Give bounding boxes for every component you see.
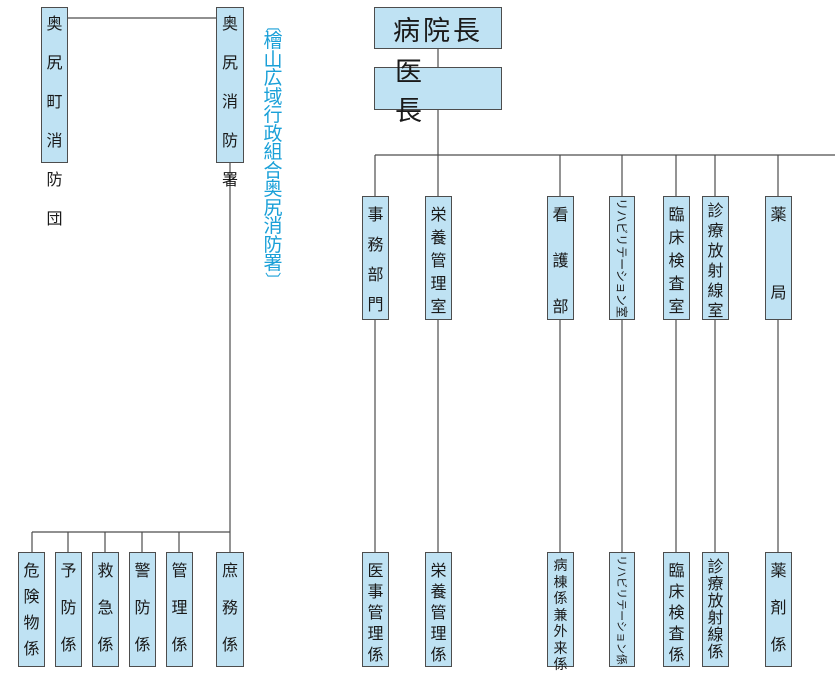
box-label: 予防係 [60,561,77,654]
nutrition-management-section-box: 栄養管理係 [425,552,452,667]
box-label: 危険物係 [23,561,40,658]
nutrition-office-box: 栄養管理室 [425,196,452,320]
box-label: 事務部門 [367,205,384,314]
okushiri-fire-station-box: 奥尻消防署 [216,7,244,188]
hazmat-section-box: 危険物係 [18,552,45,667]
ward-outpatient-section-box: 病棟係兼外来係 [547,552,574,672]
dispensing-section-box: 薬剤係 [765,552,792,667]
box-label: 臨床検査室 [668,205,685,316]
box-label: 診療放射線室 [707,201,724,320]
pharmacy-box: 薬局 [765,196,792,320]
box-label: リハビリテーション係 [615,554,628,665]
affiliation-annotation: 〔檜山広域行政組合奥尻消防署〕 [262,16,283,288]
box-label: 管理係 [171,561,188,654]
hospital-director-box: 病院長 [374,7,502,49]
box-label: 庶務係 [221,561,238,654]
box-label: 医長 [395,56,452,127]
office-department-box: 事務部門 [362,196,389,320]
clinical-lab-box: 臨床検査室 [663,196,690,320]
box-label: 奥尻町消防団 [46,14,63,228]
box-label: 薬剤係 [770,561,787,654]
box-label: 救急係 [97,561,114,654]
clinical-lab-section-box: 臨床検査係 [663,552,690,667]
box-label: 医事管理係 [367,561,384,664]
radiology-office-box: 診療放射線室 [702,196,729,320]
box-label: リハビリテーション室 [614,198,629,318]
box-label: 栄養管理室 [430,205,447,316]
rehabilitation-section-box: リハビリテーション係 [609,552,635,667]
okushiri-fire-brigade-box: 奥尻町消防団 [41,7,68,227]
box-label: 栄養管理係 [430,561,447,664]
rehabilitation-office-box: リハビリテーション室 [609,196,635,320]
rescue-section-box: 救急係 [92,552,119,667]
box-label: 臨床検査係 [668,561,685,664]
box-label: 病棟係兼外来係 [553,558,568,673]
security-section-box: 警防係 [129,552,156,667]
box-label: 警防係 [134,561,151,654]
box-label: 看護部 [552,205,569,316]
management-section-box: 管理係 [166,552,193,667]
prevention-section-box: 予防係 [55,552,82,667]
radiology-section-box: 診療放射線係 [702,552,729,667]
box-label: 病院長 [393,15,483,47]
box-label: 診療放射線係 [707,557,724,661]
box-label: 薬局 [770,205,787,302]
medical-affairs-section-box: 医事管理係 [362,552,389,667]
chief-doctor-box: 医長 [374,56,502,127]
nursing-department-box: 看護部 [547,196,574,320]
box-label: 奥尻消防署 [221,14,238,189]
general-affairs-section-box: 庶務係 [216,552,244,667]
